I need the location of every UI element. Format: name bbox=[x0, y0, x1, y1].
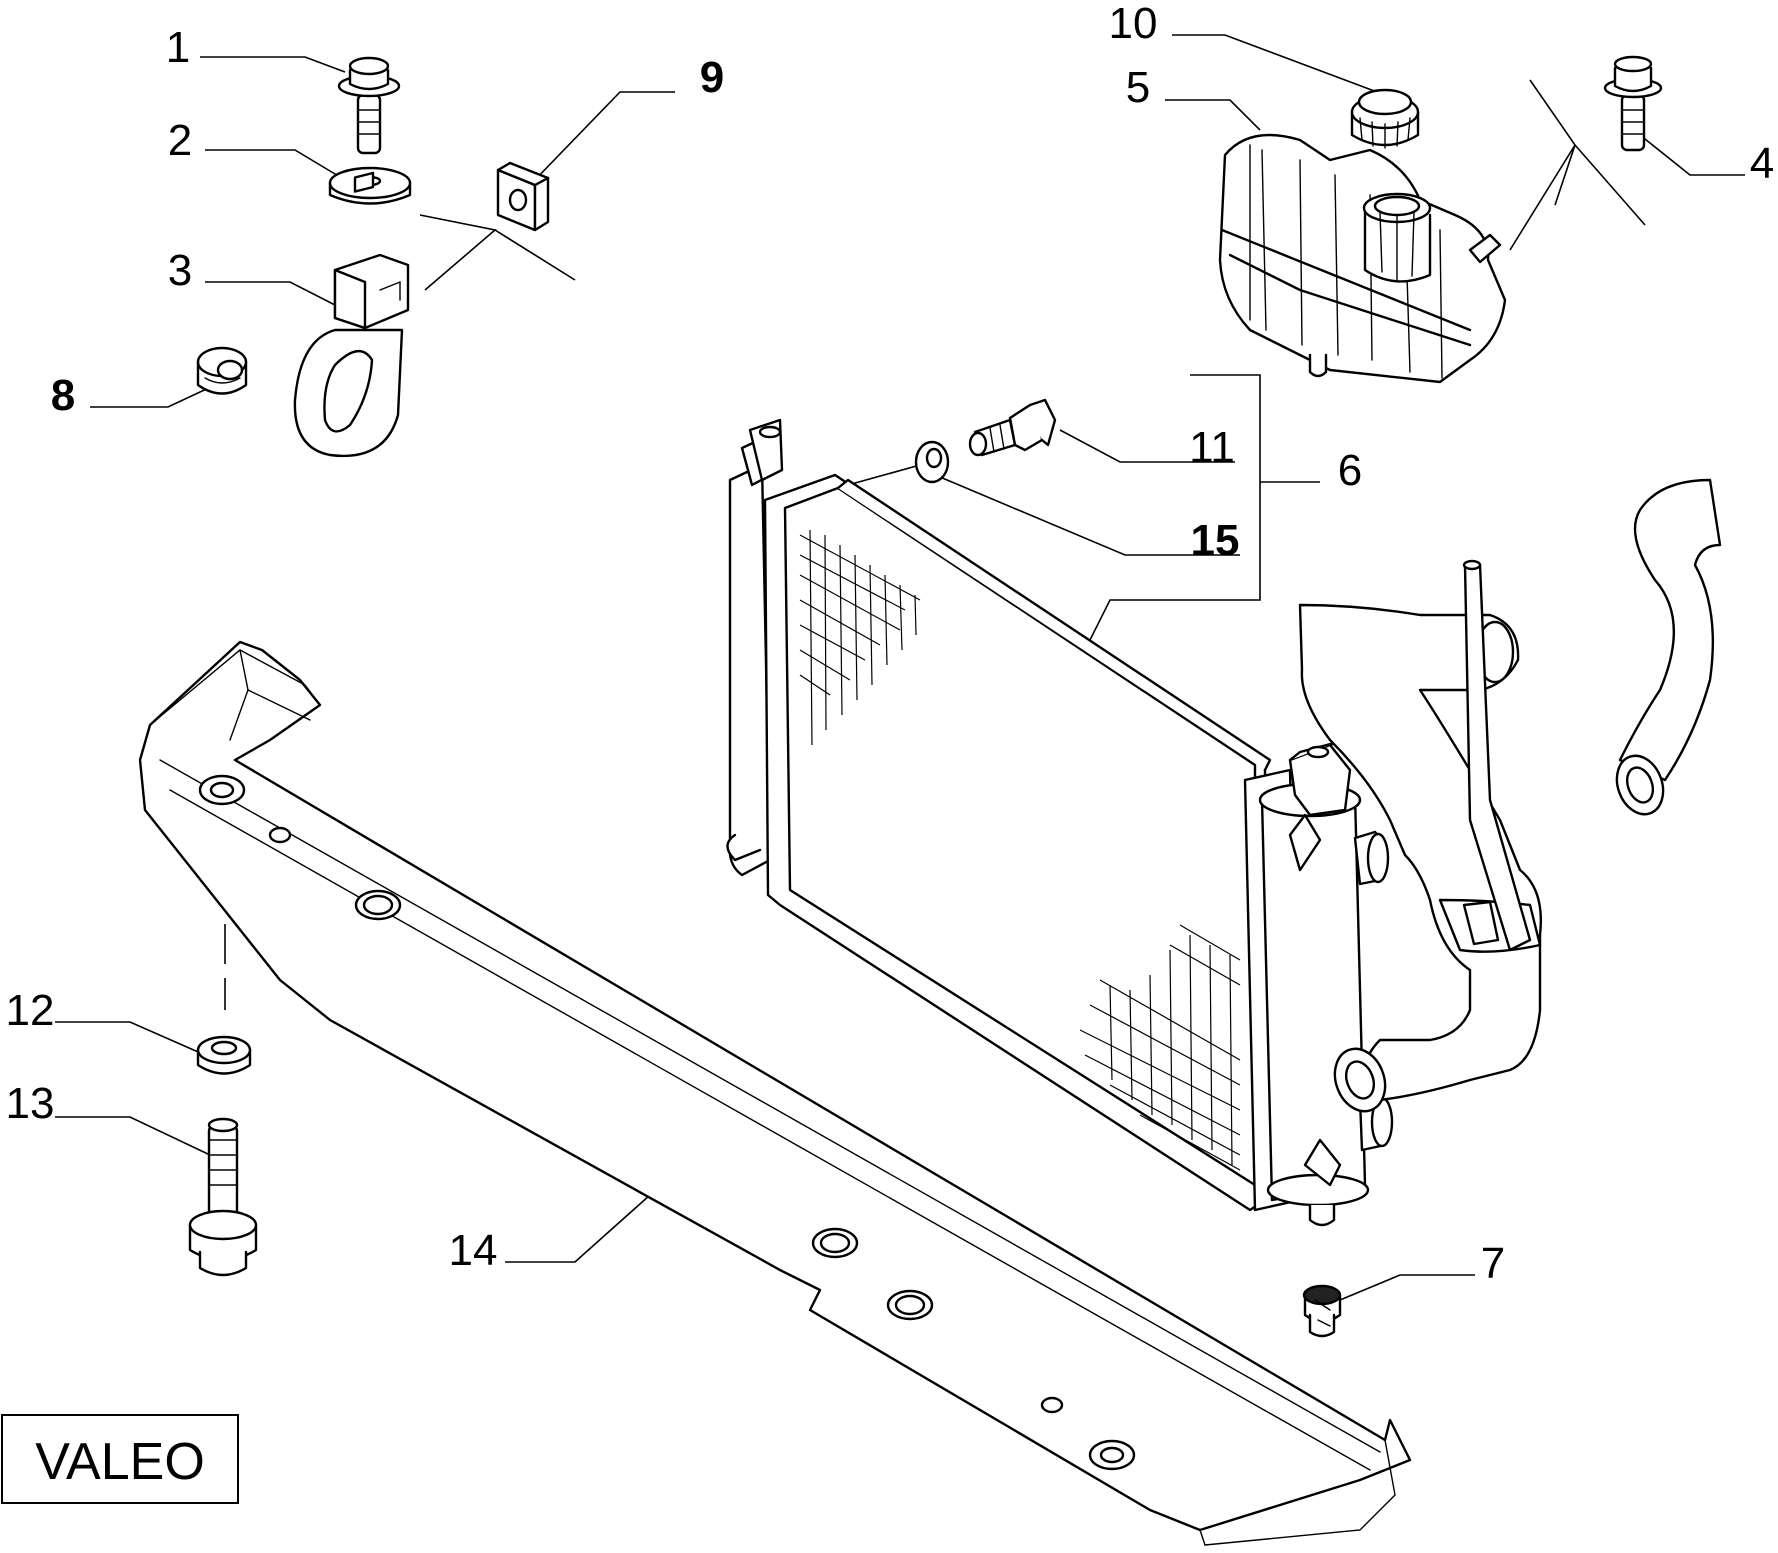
leader-line-3 bbox=[205, 281, 336, 306]
leader-line-9 bbox=[529, 91, 675, 186]
drain-plug-part-7 bbox=[1302, 1284, 1342, 1338]
callout-14: 14 bbox=[449, 1226, 498, 1275]
callout-2: 2 bbox=[168, 116, 192, 165]
brand-label: VALEO bbox=[35, 1433, 205, 1491]
callout-8: 8 bbox=[51, 371, 75, 420]
leader-line-11 bbox=[1059, 429, 1235, 463]
radiator-part-6 bbox=[726, 418, 1394, 1227]
washer-part-15 bbox=[914, 440, 950, 484]
washer-part-12 bbox=[196, 1035, 252, 1075]
callout-13: 13 bbox=[6, 1079, 55, 1128]
crossmember-part-14 bbox=[138, 640, 1412, 1546]
leader-line-9-pointer bbox=[419, 214, 497, 291]
callout-9: 9 bbox=[700, 53, 724, 102]
callout-4: 4 bbox=[1750, 139, 1774, 188]
leader-line-8 bbox=[90, 384, 216, 408]
brand-label-box: VALEO bbox=[1, 1414, 239, 1504]
callout-10: 10 bbox=[1109, 0, 1158, 48]
leader-lines bbox=[55, 34, 1745, 1301]
leader-line-12 bbox=[55, 1021, 206, 1056]
leader-line-4-branch bbox=[1554, 144, 1576, 206]
bleed-screw-part-11 bbox=[968, 398, 1057, 457]
callout-6: 6 bbox=[1338, 446, 1362, 495]
bolt-part-13 bbox=[188, 1117, 258, 1277]
leader-line-5 bbox=[1165, 99, 1261, 131]
leader-line-15 bbox=[939, 476, 1240, 556]
leader-line-13 bbox=[55, 1116, 211, 1156]
callout-12: 12 bbox=[6, 986, 55, 1035]
leader-line-7 bbox=[1339, 1274, 1475, 1301]
leader-line-6-bracket bbox=[1089, 374, 1261, 641]
callout-5: 5 bbox=[1126, 63, 1150, 112]
leader-line-4-tail bbox=[1574, 144, 1646, 226]
grommet-part-8 bbox=[196, 346, 248, 395]
clip-nut-part-9 bbox=[496, 161, 550, 232]
bolt-part-1 bbox=[337, 56, 401, 155]
callout-11: 11 bbox=[1189, 423, 1235, 472]
washer-part-2 bbox=[328, 166, 412, 205]
leader-line-10 bbox=[1172, 34, 1386, 96]
leader-line-2 bbox=[205, 149, 346, 181]
bracket-part-3 bbox=[293, 171, 410, 458]
filler-cap-part-10 bbox=[1350, 88, 1420, 149]
coolant-hoses bbox=[1298, 478, 1722, 1113]
leader-line-9-tail bbox=[494, 229, 576, 281]
callout-3: 3 bbox=[168, 246, 192, 295]
callout-7: 7 bbox=[1481, 1239, 1505, 1288]
leader-line-1 bbox=[200, 56, 346, 73]
callout-1: 1 bbox=[166, 23, 190, 72]
callout-labels: 1 2 3 4 5 6 7 8 9 10 11 12 13 14 15 bbox=[6, 0, 1775, 1288]
leader-line-14 bbox=[505, 1194, 651, 1263]
leader-line-4-pointer bbox=[1509, 79, 1576, 251]
expansion-tank-part-5 bbox=[1218, 133, 1507, 384]
callout-15: 15 bbox=[1191, 516, 1240, 565]
bolt-part-4 bbox=[1603, 55, 1663, 152]
leader-line-4 bbox=[1639, 134, 1745, 176]
